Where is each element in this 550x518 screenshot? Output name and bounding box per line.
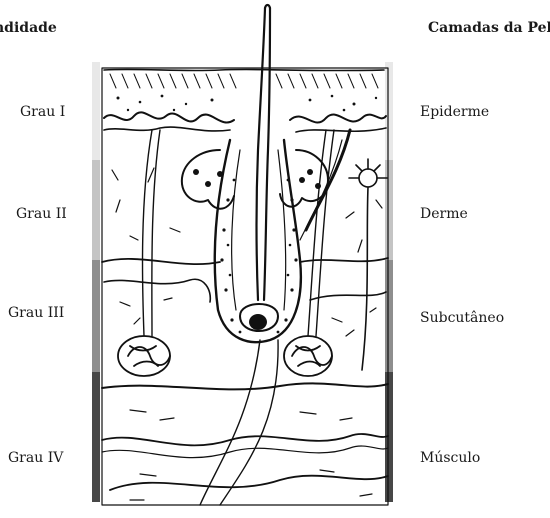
left-band-3 [92, 260, 100, 372]
depth-header: ndidade [0, 20, 57, 36]
left-band-4 [92, 372, 100, 502]
degree-label-3: Grau III [8, 305, 64, 321]
layer-label-subcutaneo: Subcutâneo [420, 310, 504, 326]
layer-label-derme: Derme [420, 206, 468, 222]
left-band-1 [92, 62, 100, 160]
degree-label-4: Grau IV [8, 450, 63, 466]
degree-label-2: Grau II [16, 206, 67, 222]
layer-label-musculo: Músculo [420, 450, 480, 466]
layer-label-epiderme: Epiderme [420, 104, 489, 120]
layers-header: Camadas da Pele [428, 20, 550, 36]
left-band-2 [92, 160, 100, 260]
degree-label-1: Grau I [20, 104, 65, 120]
skin-cross-section-illustration [100, 0, 390, 510]
